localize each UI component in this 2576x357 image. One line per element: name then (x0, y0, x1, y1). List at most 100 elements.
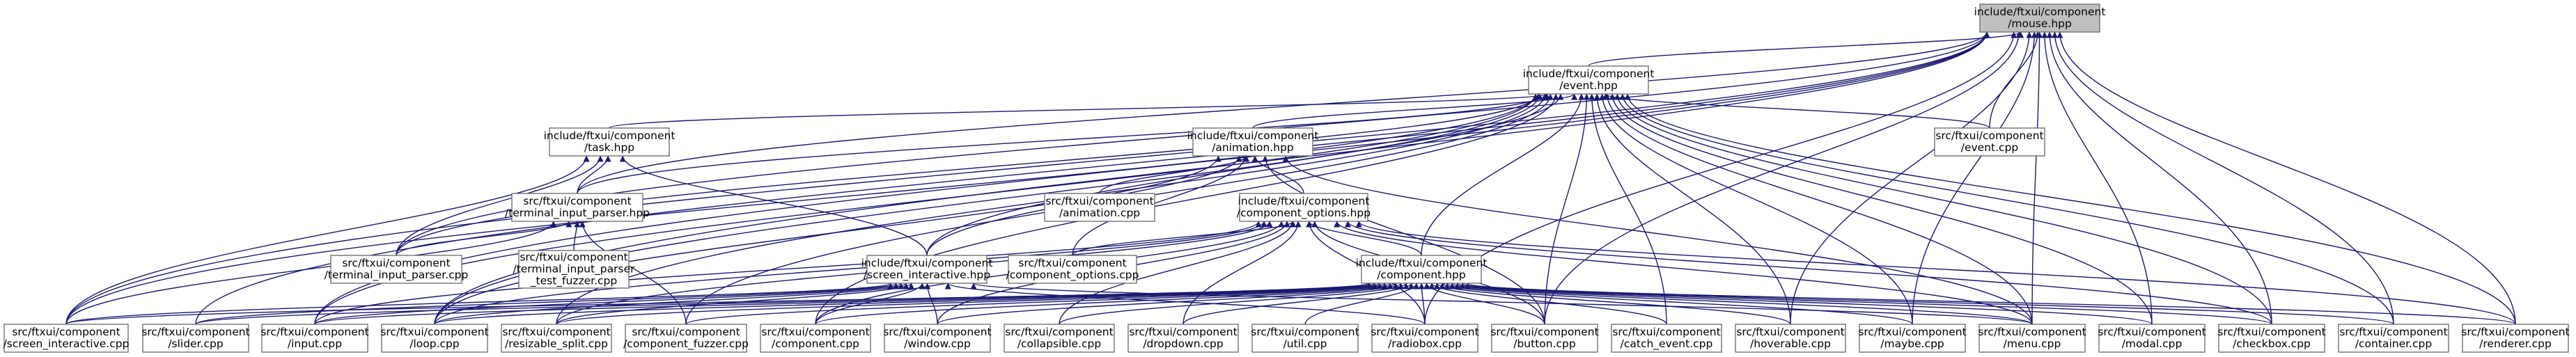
edge-checkbox-to-compopt_hpp (1345, 221, 2272, 325)
node-label-line: /hoverable.cpp (1750, 338, 1831, 350)
node-label-line: src/ftxui/component (502, 326, 610, 338)
node-label-line: src/ftxui/component (1858, 326, 1966, 338)
node-animation-cpp[interactable]: src/ftxui/component/animation.cpp (1044, 193, 1155, 222)
node-label-line: src/ftxui/component (523, 195, 631, 207)
node-mouse[interactable]: include/ftxui/component/mouse.hpp (1974, 3, 2106, 33)
node-label-line: src/ftxui/component (1935, 129, 2043, 142)
edge-collapsible-to-compopt_hpp (1059, 221, 1296, 325)
node-menu[interactable]: src/ftxui/component/menu.cpp (1978, 324, 2086, 353)
node-fuzzer[interactable]: src/ftxui/component/component_fuzzer.cpp (623, 324, 749, 353)
node-animation-hpp[interactable]: include/ftxui/component/animation.hpp (1187, 127, 1319, 157)
node-slider[interactable]: src/ftxui/component/slider.cpp (141, 324, 250, 353)
node-label-line: /radiobox.cpp (1388, 338, 1462, 350)
node-checkbox[interactable]: src/ftxui/component/checkbox.cpp (2217, 324, 2326, 353)
edge-compopt_cpp-to-animation_hpp (1072, 155, 1249, 256)
node-box (1004, 324, 1115, 353)
edge-button-to-animation_hpp (1262, 155, 1545, 325)
edge-checkbox-to-event_hpp (1614, 93, 2272, 325)
node-box (1859, 324, 1966, 353)
node-radiobox[interactable]: src/ftxui/component/radiobox.cpp (1371, 324, 1479, 353)
node-label-line: /checkbox.cpp (2233, 338, 2311, 350)
edge-checkbox-to-mouse (2046, 31, 2272, 325)
node-label-line: /event.cpp (1961, 141, 2019, 154)
node-label-line: /terminal_input_parser.cpp (325, 269, 469, 282)
node-box (3, 324, 129, 353)
node-label-line: src/ftxui/component (141, 326, 249, 338)
edge-tip_fuzz-to-tip_hpp (573, 221, 581, 251)
node-maybe[interactable]: src/ftxui/component/maybe.cpp (1858, 324, 1967, 353)
edge-window-to-si_hpp (924, 283, 938, 325)
edge-tip_cpp-to-mouse (396, 31, 1990, 256)
edge-checkbox-to-comp_hpp (1454, 283, 2272, 325)
edge-maybe-to-mouse (1912, 31, 2038, 325)
edge-loop-to-si_hpp (434, 283, 910, 325)
edge-dropdown-to-comp_hpp (1182, 283, 1414, 325)
node-box (1491, 324, 1598, 353)
node-label-line: /component_options.cpp (1006, 269, 1139, 282)
edge-tip_cpp-to-event_hpp (396, 93, 1542, 256)
node-comp-hpp[interactable]: include/ftxui/component/component.hpp (1356, 255, 1488, 284)
node-modal[interactable]: src/ftxui/component/modal.cpp (2098, 324, 2206, 353)
node-event-hpp[interactable]: include/ftxui/component/event.hpp (1523, 65, 1655, 95)
node-box (1044, 193, 1155, 222)
node-label-line: src/ftxui/component (1018, 257, 1126, 269)
node-label-line: include/ftxui/component (861, 257, 993, 269)
node-label-line: src/ftxui/component (12, 326, 120, 338)
node-event-cpp[interactable]: src/ftxui/component/event.cpp (1934, 127, 2045, 157)
node-label-line: /terminal_input_parser (513, 263, 635, 276)
node-box (1979, 3, 2100, 33)
edge-container-to-mouse (2051, 31, 2394, 325)
node-catch-event[interactable]: src/ftxui/component/catch_event.cpp (1611, 324, 1722, 353)
node-tip-fuzz[interactable]: src/ftxui/component/terminal_input_parse… (513, 250, 635, 289)
edge-modal-to-mouse (2041, 31, 2153, 325)
node-hoverable[interactable]: src/ftxui/component/hoverable.cpp (1735, 324, 1846, 353)
edge-modal-to-event_hpp (1609, 93, 2153, 325)
node-resizable[interactable]: src/ftxui/component/resizable_split.cpp (501, 324, 612, 353)
node-collapsible[interactable]: src/ftxui/component/collapsible.cpp (1004, 324, 1115, 353)
node-si-hpp[interactable]: include/ftxui/component/screen_interacti… (861, 255, 993, 284)
node-label-line: src/ftxui/component (883, 326, 991, 338)
edge-comp_hpp-to-event_hpp (1421, 93, 1585, 256)
node-label-line: /resizable_split.cpp (505, 338, 608, 351)
node-button[interactable]: src/ftxui/component/button.cpp (1490, 324, 1599, 353)
node-tip-cpp[interactable]: src/ftxui/component/terminal_input_parse… (325, 255, 469, 284)
edge-renderer-to-mouse (2056, 31, 2516, 325)
node-window[interactable]: src/ftxui/component/window.cpp (883, 324, 992, 353)
node-dropdown[interactable]: src/ftxui/component/dropdown.cpp (1127, 324, 1239, 353)
node-renderer[interactable]: src/ftxui/component/renderer.cpp (2461, 324, 2570, 353)
node-label-line: /container.cpp (2355, 338, 2432, 350)
node-component-cpp[interactable]: src/ftxui/component/component.cpp (760, 324, 871, 353)
edge-container-to-comp_hpp (1460, 283, 2394, 325)
node-label-line: src/ftxui/component (380, 326, 488, 338)
node-box (2462, 324, 2569, 353)
node-label-line: src/ftxui/component (632, 326, 740, 338)
node-input[interactable]: src/ftxui/component/input.cpp (260, 324, 369, 353)
node-box (261, 324, 368, 353)
edge-si_cpp-to-task_hpp (65, 155, 590, 325)
node-label-line: /menu.cpp (2004, 338, 2061, 350)
node-label-line: /loop.cpp (409, 338, 459, 350)
node-si-cpp[interactable]: src/ftxui/component/screen_interactive.c… (3, 324, 130, 353)
edge-si_hpp-to-event_hpp (926, 93, 1564, 256)
edge-component_cpp-to-event_hpp (815, 93, 1559, 325)
node-loop[interactable]: src/ftxui/component/loop.cpp (380, 324, 489, 353)
node-util[interactable]: src/ftxui/component/util.cpp (1251, 324, 1359, 353)
node-label-line: src/ftxui/component (1490, 326, 1598, 338)
edge-tip_cpp-to-tip_hpp (396, 221, 572, 256)
node-compopt-hpp[interactable]: include/ftxui/component/component_option… (1237, 193, 1371, 222)
node-task-hpp[interactable]: include/ftxui/component/task.hpp (544, 127, 676, 157)
edge-button-to-event_hpp (1544, 93, 1590, 325)
node-label-line: include/ftxui/component (1523, 68, 1655, 80)
edge-menu-to-comp_hpp (1444, 283, 2033, 325)
edge-radiobox-to-comp_hpp (1418, 283, 1426, 325)
edge-renderer-to-compopt_hpp (1356, 221, 2516, 325)
node-compopt-cpp[interactable]: src/ftxui/component/component_options.cp… (1006, 255, 1139, 284)
node-container[interactable]: src/ftxui/component/container.cpp (2338, 324, 2449, 353)
node-label-line: /screen_interactive.hpp (864, 269, 990, 282)
node-label-line: src/ftxui/component (2339, 326, 2447, 338)
node-label-line: /animation.cpp (1059, 207, 1140, 219)
node-label-line: /catch_event.cpp (1621, 338, 1713, 351)
node-tip-hpp[interactable]: src/ftxui/component/terminal_input_parse… (505, 193, 650, 222)
node-box (1192, 127, 1313, 157)
edge-dropdown-to-compopt_hpp (1182, 221, 1302, 325)
